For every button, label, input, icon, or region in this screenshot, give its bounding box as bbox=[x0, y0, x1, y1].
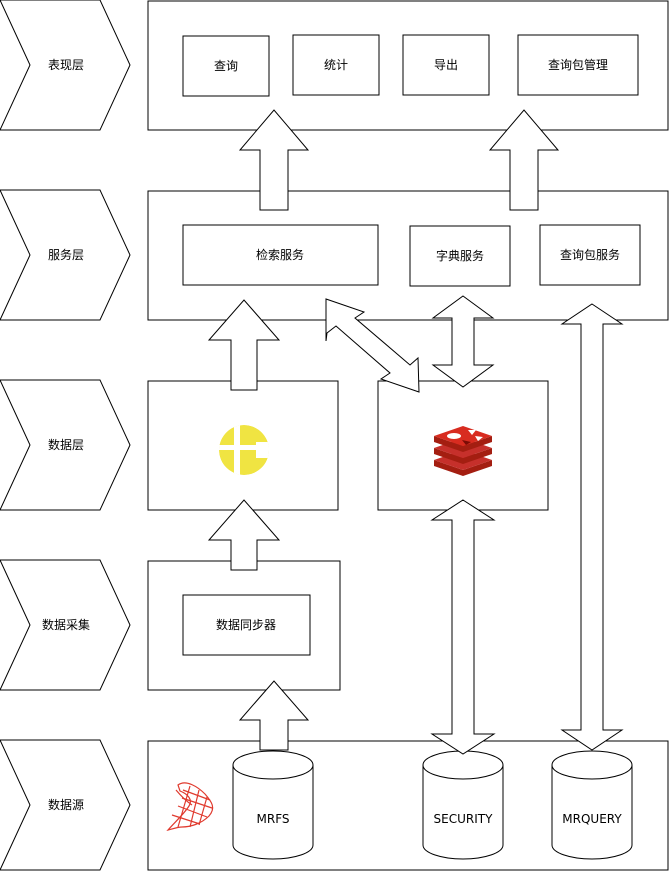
package-manage-label: 查询包管理 bbox=[548, 57, 608, 72]
arrow-sync-to-elastic bbox=[207, 499, 281, 571]
export-label: 导出 bbox=[434, 58, 458, 72]
arrow-service-to-package-manage bbox=[488, 109, 560, 211]
arrow-mrquery-package-service bbox=[560, 303, 624, 751]
dictionary-service-box[interactable]: 字典服务 bbox=[409, 225, 511, 287]
security-label: SECURITY bbox=[434, 812, 494, 826]
layer-source: 数据源 bbox=[0, 739, 131, 871]
package-service-box[interactable]: 查询包服务 bbox=[539, 224, 641, 286]
query-box[interactable]: 查询 bbox=[182, 35, 270, 97]
package-service-label: 查询包服务 bbox=[560, 247, 620, 262]
stats-label: 统计 bbox=[324, 58, 348, 72]
arrow-search-redis bbox=[325, 298, 420, 393]
mrquery-label: MRQUERY bbox=[562, 812, 622, 826]
layer-presentation-label: 表现层 bbox=[48, 58, 84, 72]
layer-collection-label: 数据采集 bbox=[42, 617, 90, 632]
stats-box[interactable]: 统计 bbox=[292, 34, 380, 96]
arrow-elastic-to-search bbox=[207, 299, 281, 391]
arrow-security-redis bbox=[430, 499, 496, 755]
layer-source-label: 数据源 bbox=[48, 797, 84, 812]
sync-box[interactable]: 数据同步器 bbox=[182, 594, 311, 656]
sql-server-icon bbox=[166, 782, 214, 832]
search-service-label: 检索服务 bbox=[256, 247, 304, 262]
export-box[interactable]: 导出 bbox=[402, 34, 490, 96]
layer-service: 服务层 bbox=[0, 189, 131, 321]
arrow-mrfs-to-sync bbox=[238, 680, 310, 751]
arrow-redis-dictionary bbox=[431, 295, 495, 388]
mrfs-database[interactable]: MRFS bbox=[232, 750, 314, 860]
layer-collection: 数据采集 bbox=[0, 559, 131, 691]
layer-data: 数据层 bbox=[0, 379, 131, 511]
arrow-service-to-query bbox=[238, 109, 310, 211]
package-manage-box[interactable]: 查询包管理 bbox=[517, 34, 639, 96]
elasticsearch-icon bbox=[219, 425, 269, 475]
sync-label: 数据同步器 bbox=[216, 617, 276, 632]
mrfs-label: MRFS bbox=[257, 812, 290, 826]
layer-service-label: 服务层 bbox=[48, 247, 84, 262]
search-service-box[interactable]: 检索服务 bbox=[182, 224, 379, 286]
security-database[interactable]: SECURITY bbox=[422, 750, 504, 860]
redis-icon bbox=[434, 426, 492, 476]
dictionary-service-label: 字典服务 bbox=[436, 248, 484, 263]
layer-presentation: 表现层 bbox=[0, 0, 131, 131]
query-label: 查询 bbox=[214, 59, 238, 73]
layer-data-label: 数据层 bbox=[48, 437, 84, 452]
mrquery-database[interactable]: MRQUERY bbox=[551, 750, 633, 860]
